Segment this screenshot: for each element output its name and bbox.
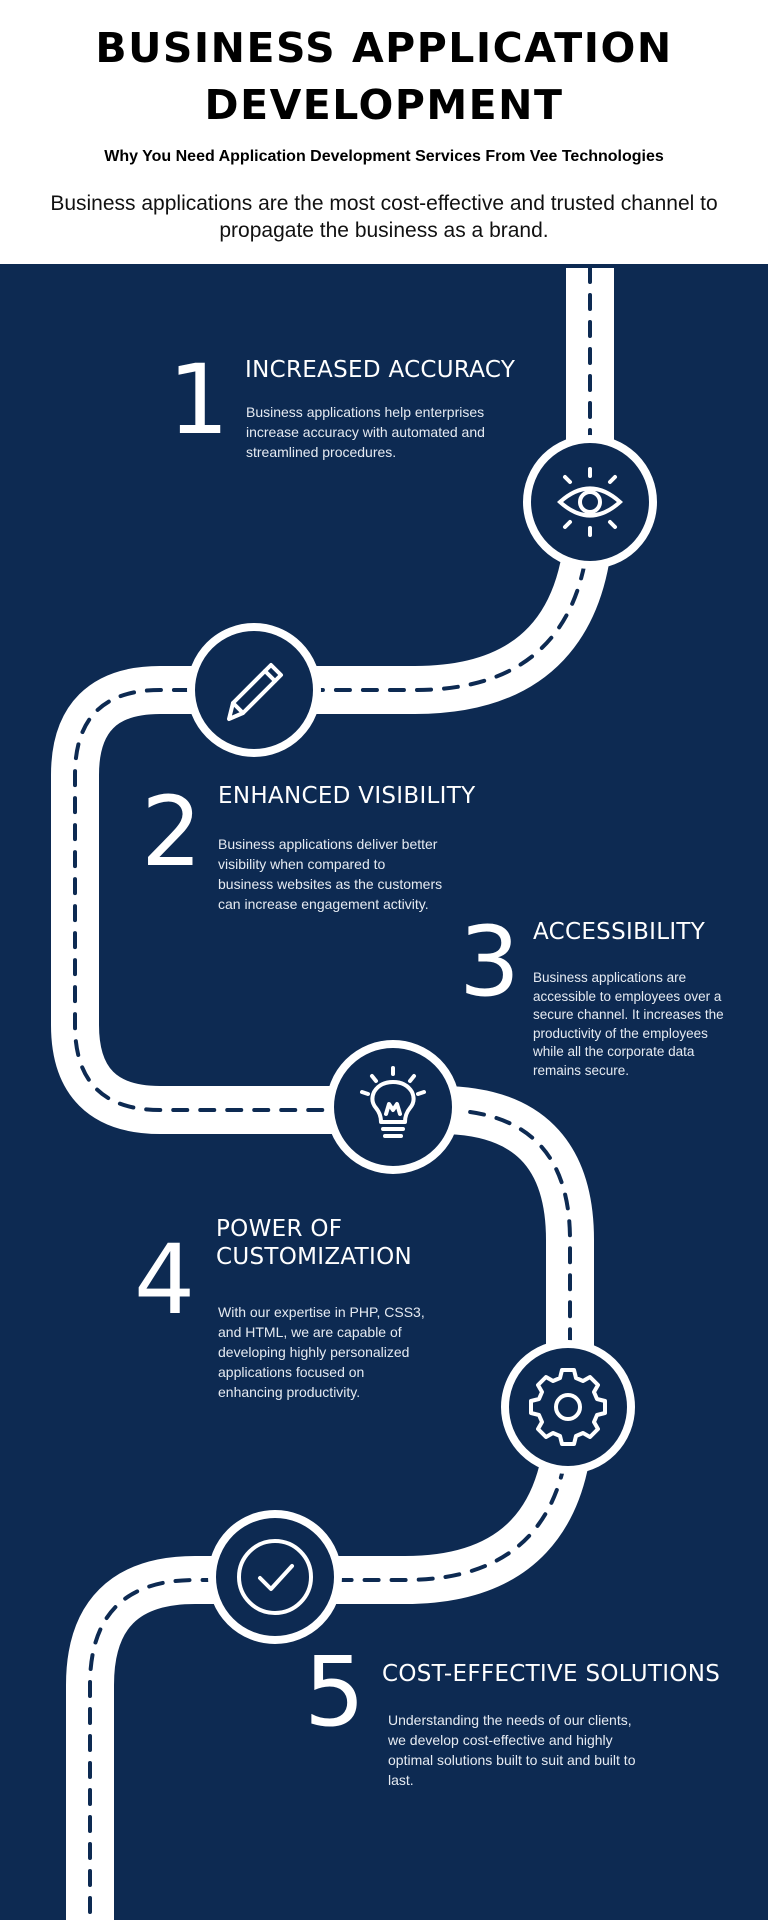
step-5-description: Understanding the needs of our clients, …: [388, 1712, 636, 1788]
step-1-number: 1: [168, 344, 230, 456]
header: BUSINESS APPLICATION DEVELOPMENT Why You…: [0, 0, 768, 264]
gear-circle: [501, 1340, 635, 1474]
step-2-description: Business applications deliver better vis…: [218, 836, 443, 912]
step-3-description: Business applications are accessible to …: [533, 970, 724, 1078]
step-4-title-line-1: POWER OF: [216, 1216, 343, 1242]
page-title: BUSINESS APPLICATION DEVELOPMENT: [0, 20, 768, 134]
step-5-number: 5: [304, 1636, 366, 1748]
gear-icon: [529, 1368, 607, 1446]
step-4-title: POWER OF CUSTOMIZATION: [216, 1215, 412, 1271]
step-3-title: ACCESSIBILITY: [533, 919, 706, 945]
step-4-title-line-2: CUSTOMIZATION: [216, 1244, 413, 1270]
checkmark-icon: [237, 1539, 313, 1615]
step-2-number: 2: [141, 776, 203, 888]
lightbulb-circle: [326, 1040, 460, 1174]
lightbulb-icon: [360, 1066, 426, 1138]
pencil-circle: [187, 623, 321, 757]
step-1-title: INCREASED ACCURACY: [245, 357, 516, 383]
pencil-icon: [227, 663, 283, 721]
step-4-number: 4: [134, 1224, 196, 1336]
step-3-number: 3: [459, 906, 521, 1018]
eye-circle: [523, 435, 657, 569]
step-1-description: Business applications help enterprises i…: [246, 404, 485, 460]
eye-icon: [557, 467, 623, 537]
title-line-1: BUSINESS APPLICATION: [95, 24, 673, 72]
step-5-title: COST-EFFECTIVE SOLUTIONS: [382, 1661, 721, 1687]
intro-text: Business applications are the most cost-…: [50, 192, 718, 242]
step-4-description: With our expertise in PHP, CSS3, and HTM…: [218, 1304, 425, 1400]
checkmark-circle: [208, 1510, 342, 1644]
title-line-2: DEVELOPMENT: [204, 81, 564, 129]
step-2-title: ENHANCED VISIBILITY: [218, 783, 476, 809]
page-subtitle: Why You Need Application Development Ser…: [104, 148, 664, 165]
